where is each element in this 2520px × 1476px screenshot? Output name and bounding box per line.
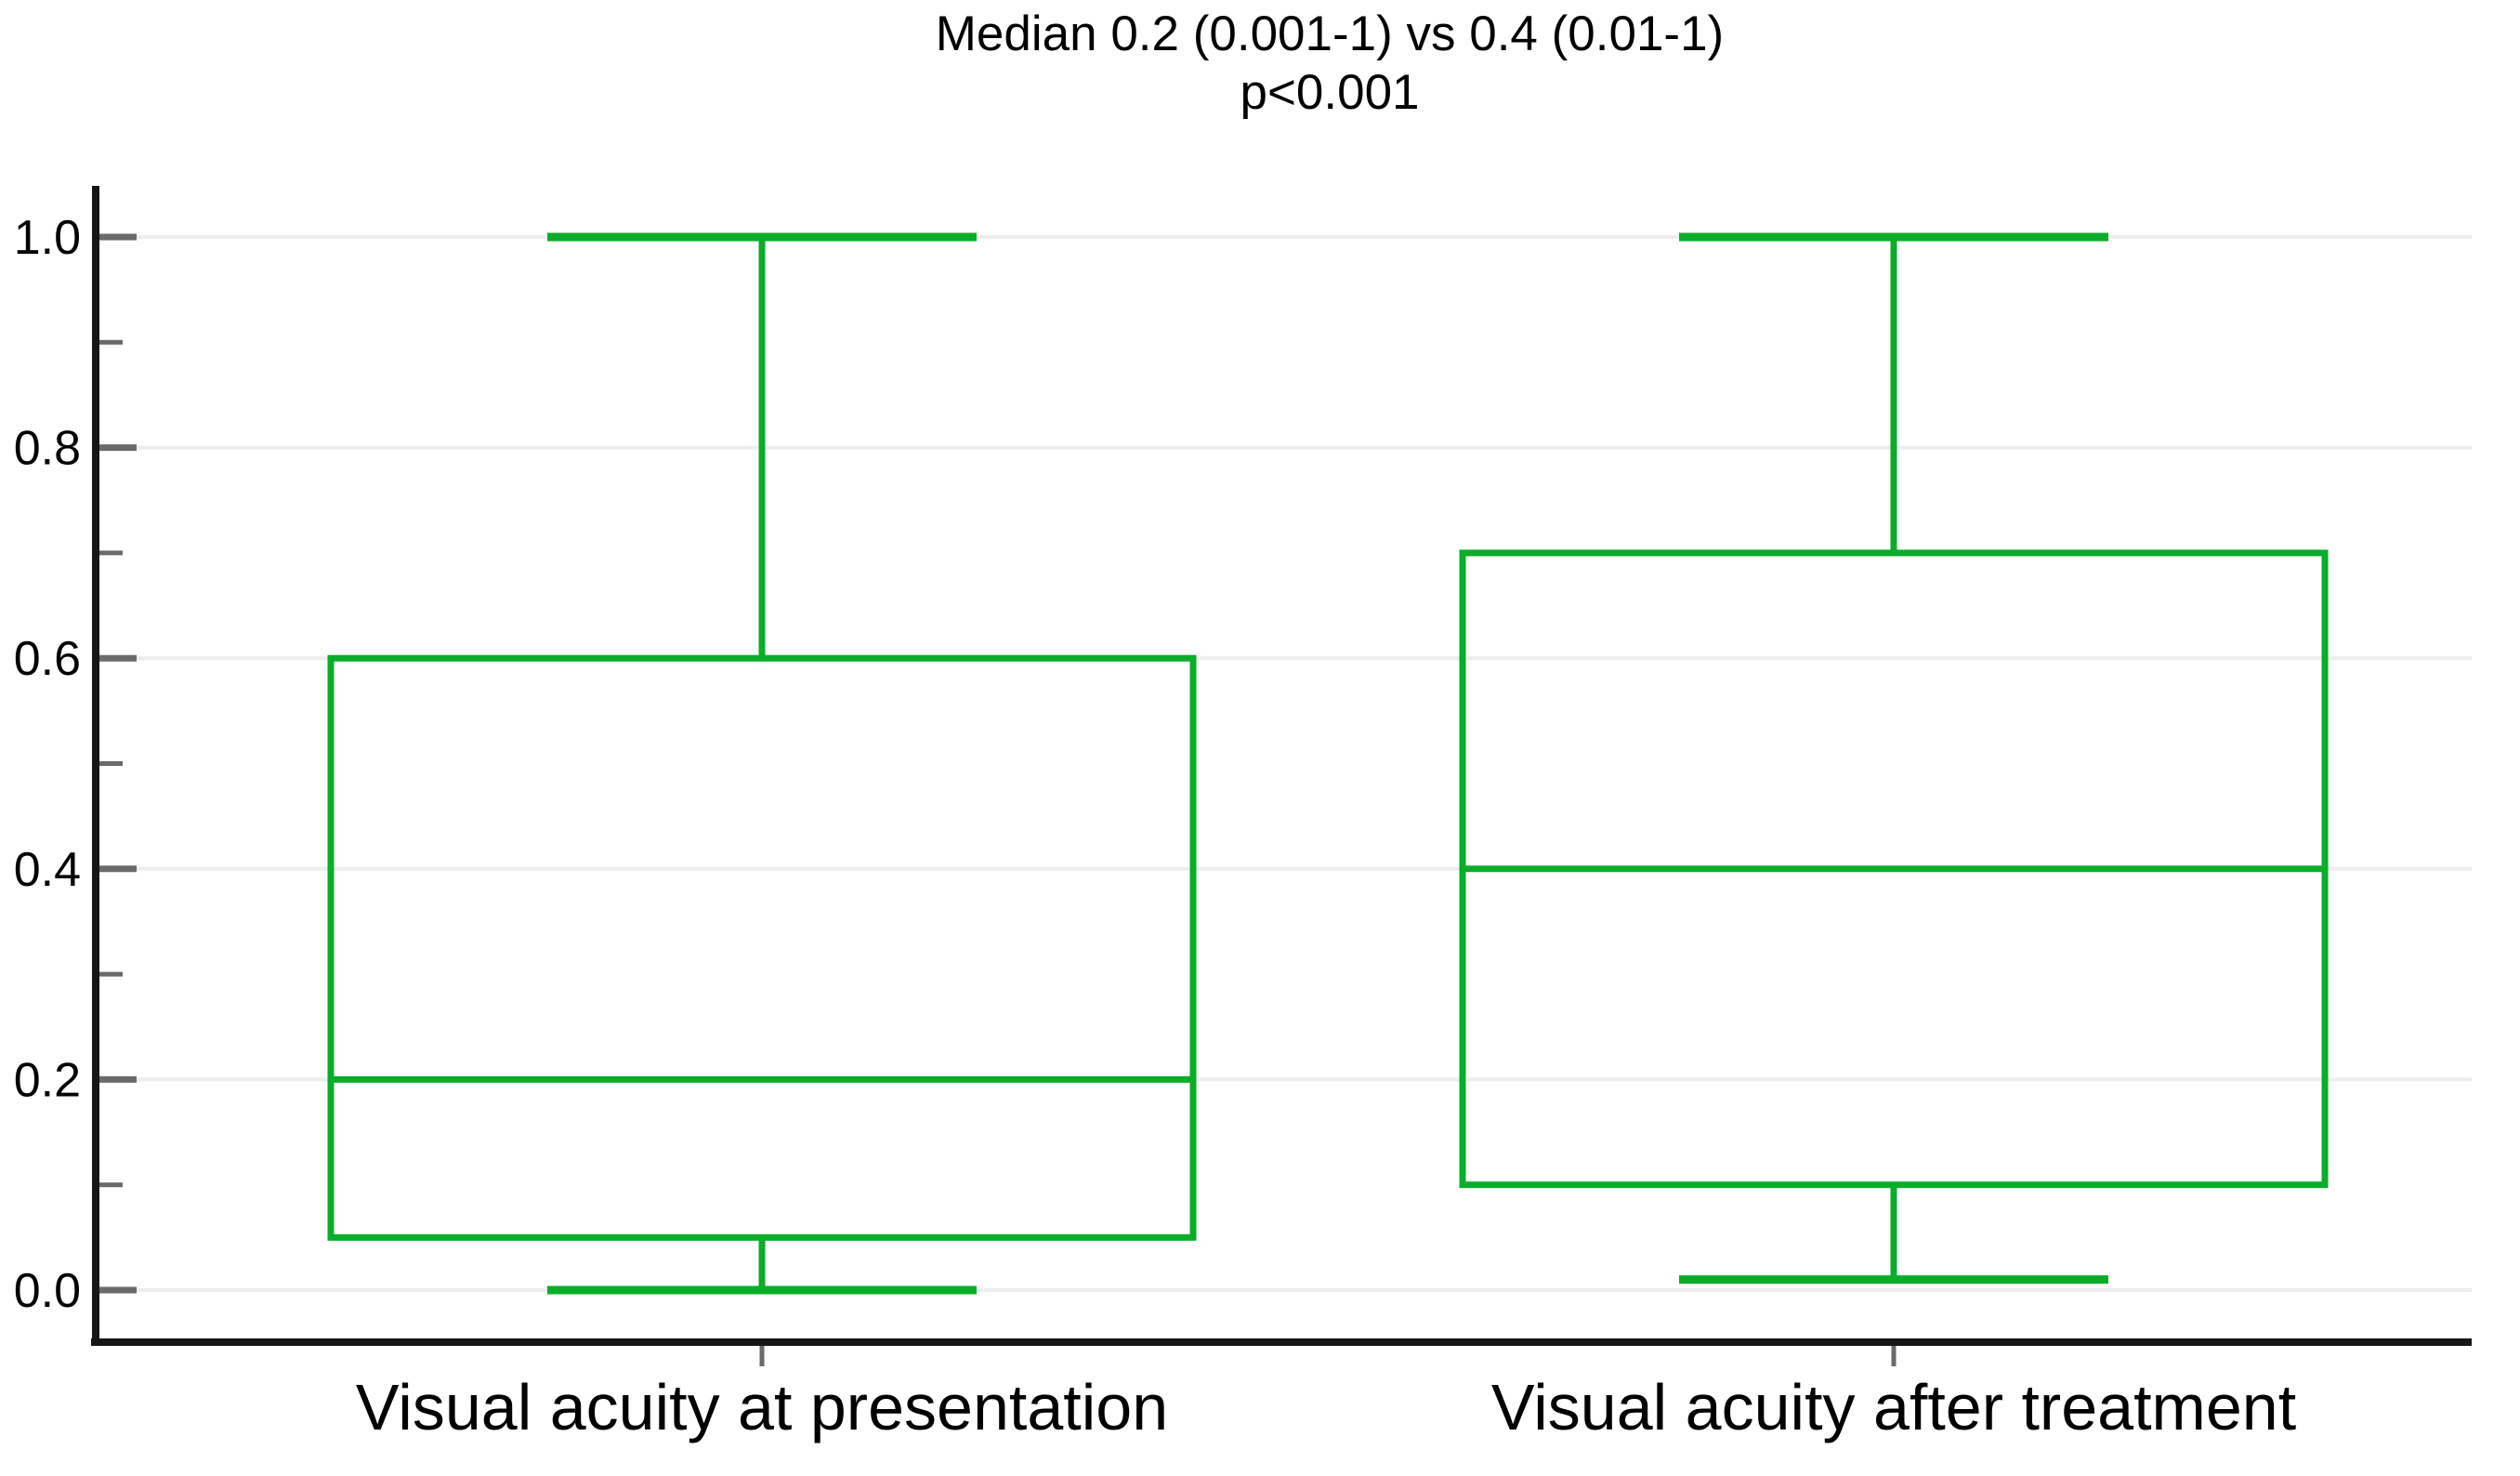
chart-title: Median 0.2 (0.001-1) vs 0.4 (0.01-1) (935, 7, 1725, 61)
chart-subtitle: p<0.001 (1240, 64, 1420, 120)
iqr-box (327, 654, 1197, 1241)
y-tick-label: 0.2 (14, 1053, 81, 1107)
chart-title-block: Median 0.2 (0.001-1) vs 0.4 (0.01-1) p<0… (139, 6, 2520, 122)
y-tick-label: 0.4 (14, 843, 81, 897)
y-tick-label: 0.6 (14, 632, 81, 686)
y-tick-label: 0.8 (14, 422, 81, 476)
y-tick-label: 0.0 (14, 1264, 81, 1318)
y-tick-label: 1.0 (14, 211, 81, 265)
x-axis-category-label-2: Visual acuity after treatment (1490, 1371, 2297, 1443)
x-axis-category-label-1: Visual acuity at presentation (355, 1371, 1169, 1443)
